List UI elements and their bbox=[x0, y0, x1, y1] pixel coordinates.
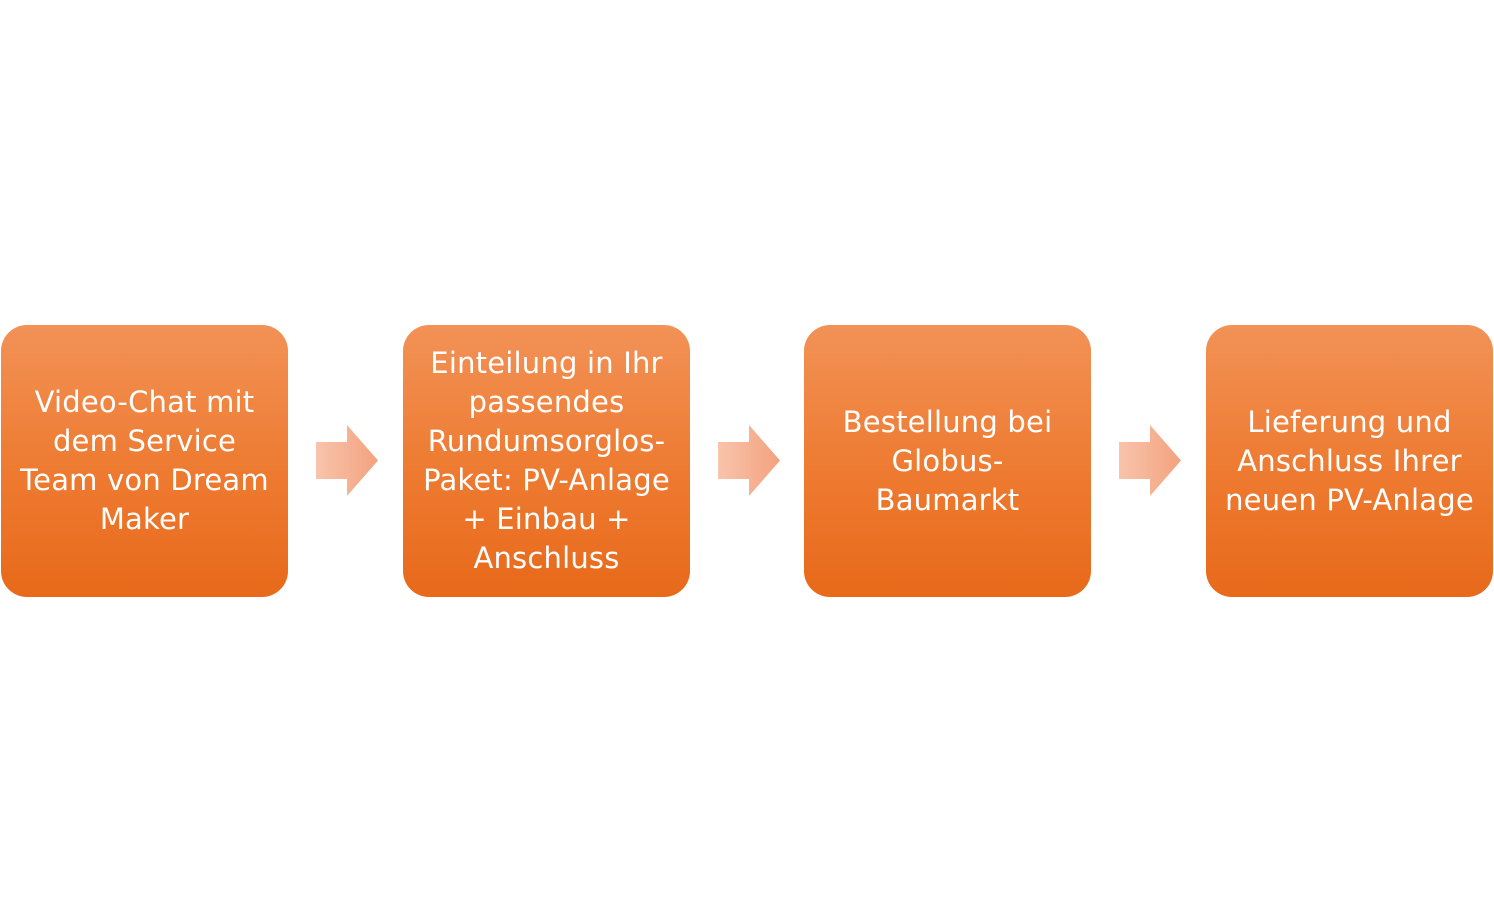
arrow-right-icon bbox=[718, 425, 780, 496]
arrow-right-icon bbox=[1119, 425, 1181, 496]
arrow-right-icon bbox=[316, 425, 378, 496]
